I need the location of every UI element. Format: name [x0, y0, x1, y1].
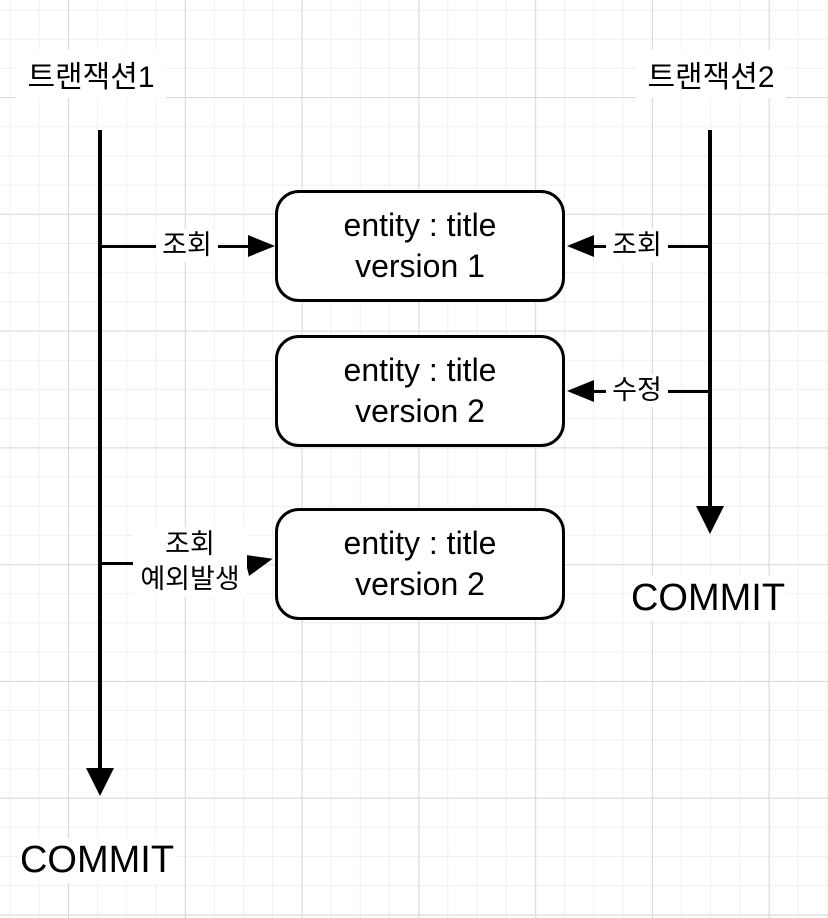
query-arrow-label-tx1: 조회: [156, 229, 218, 262]
transaction-2-lifeline: [708, 130, 712, 506]
entity-box-2-line2: version 2: [355, 393, 485, 429]
entity-box-1-line1: entity : title: [343, 207, 497, 243]
transaction-1-label: 트랜잭션1: [16, 50, 166, 98]
entity-box-1-line2: version 1: [355, 248, 485, 284]
transaction-1-lifeline: [98, 130, 102, 768]
query-arrowhead-tx2: [567, 235, 594, 257]
update-arrow-label-tx2: 수정: [606, 374, 668, 407]
entity-box-3-line1: entity : title: [343, 525, 497, 561]
exception-arrow-label-tx1: 조회 예외발생: [133, 527, 247, 597]
query-arrowhead-tx1: [248, 235, 275, 257]
query-arrow-label-tx2: 조회: [606, 229, 668, 262]
exception-arrow-label-line2: 예외발생: [140, 564, 240, 594]
transaction-1-arrowhead-down: [86, 768, 114, 796]
transaction-2-commit-label: COMMIT: [628, 576, 788, 621]
entity-box-version1: entity : title version 1: [275, 190, 565, 302]
entity-box-3-line2: version 2: [355, 566, 485, 602]
transaction-2-arrowhead-down: [696, 506, 724, 534]
update-arrowhead-tx2: [567, 380, 594, 402]
exception-arrow-line-tx1: [100, 561, 165, 565]
exception-arrowhead-tx1: [243, 548, 276, 576]
exception-arrow-label-line1: 조회: [165, 529, 215, 559]
transaction-2-label: 트랜잭션2: [636, 50, 786, 98]
entity-box-2-line1: entity : title: [343, 352, 497, 388]
transaction-1-commit-label: COMMIT: [17, 838, 177, 883]
entity-box-version2-reread: entity : title version 2: [275, 508, 565, 620]
entity-box-version2: entity : title version 2: [275, 335, 565, 447]
